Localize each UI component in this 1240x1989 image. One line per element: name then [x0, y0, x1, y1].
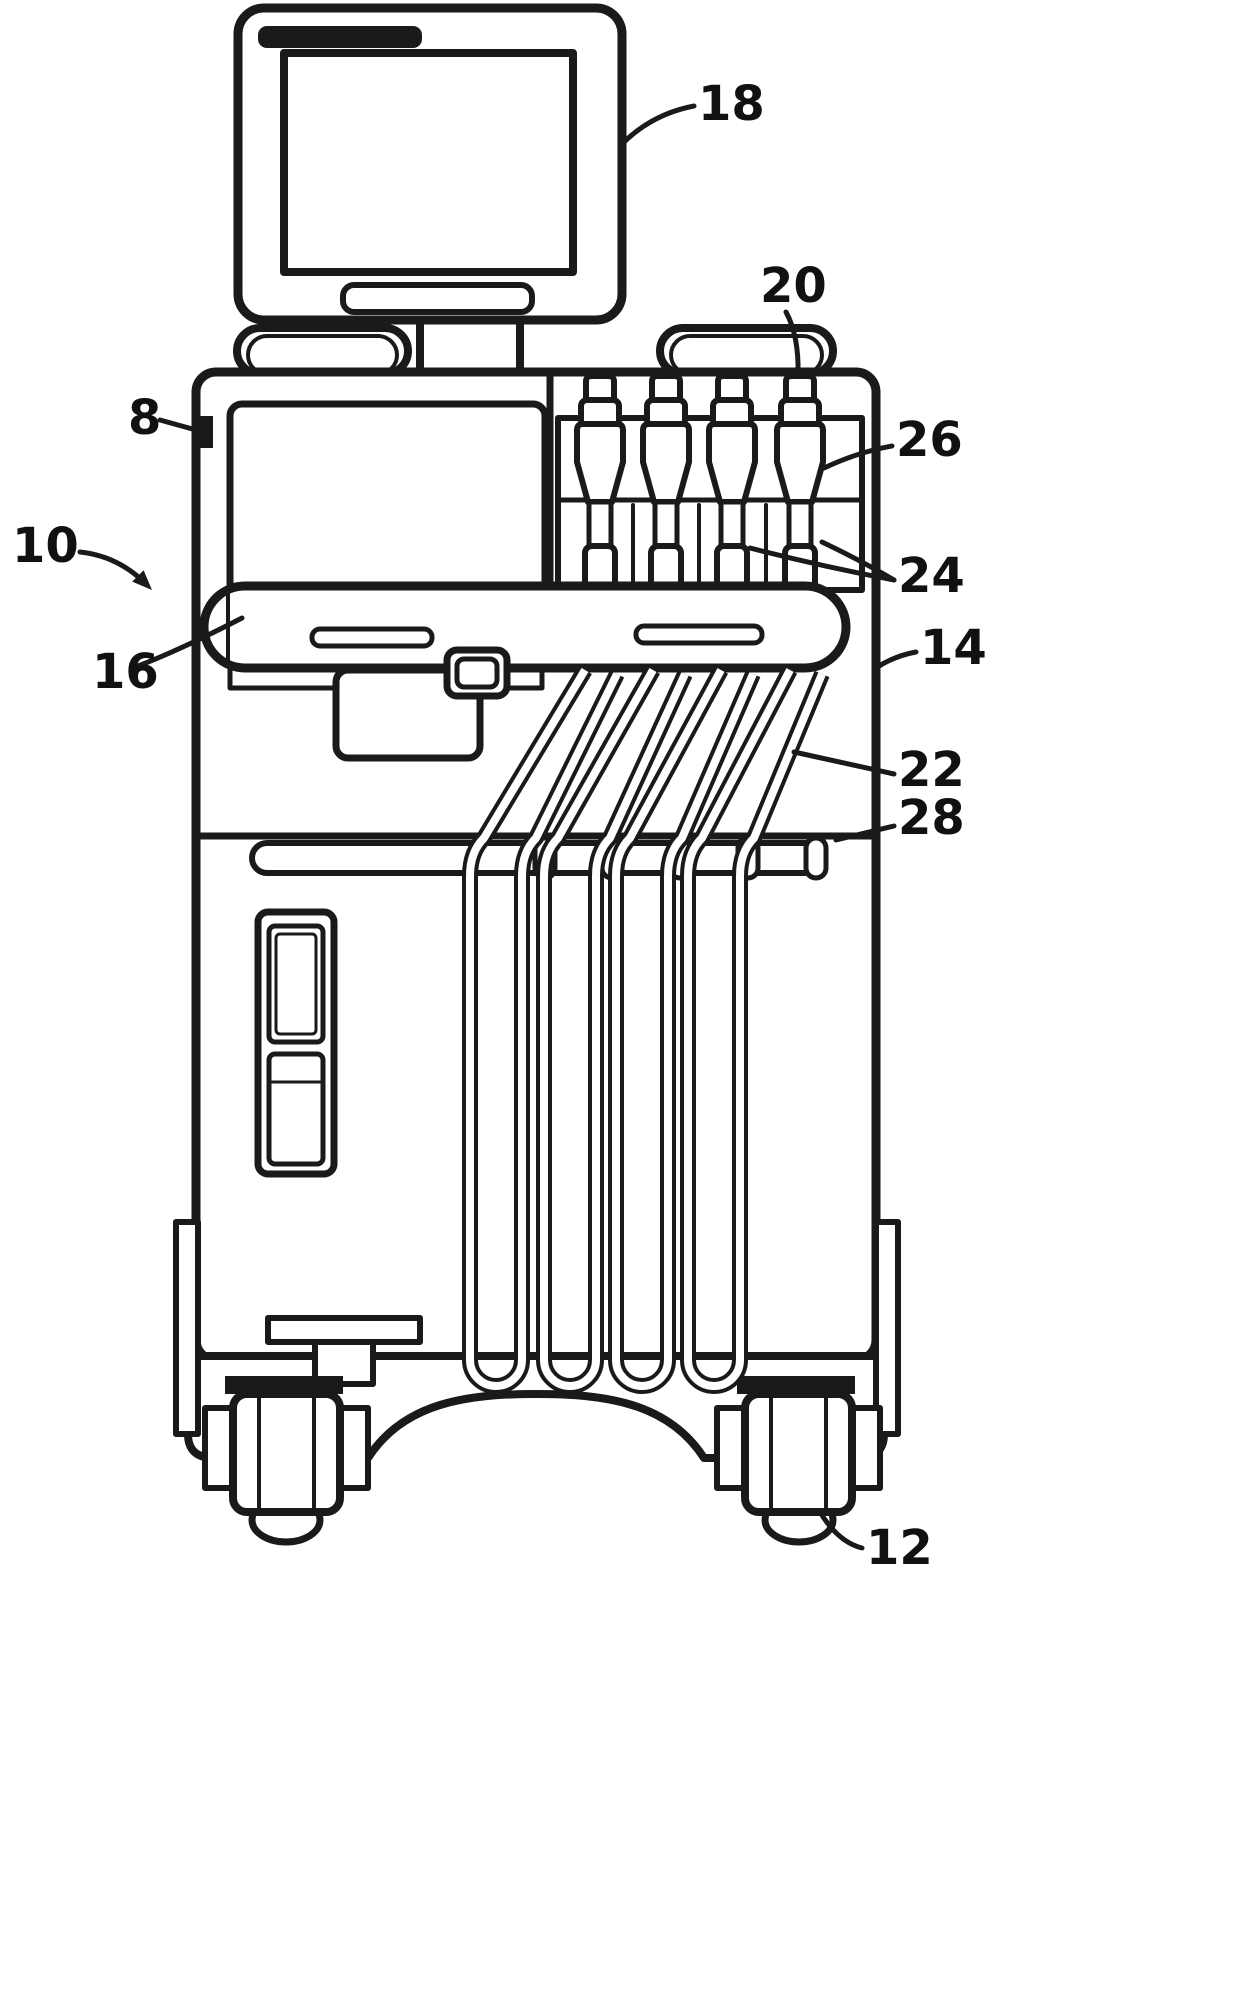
ref-label-22: 22	[898, 742, 965, 798]
caster-block	[229, 1390, 344, 1516]
leader-line-28	[833, 823, 897, 843]
arrowhead-10	[132, 570, 152, 590]
control-window-top	[266, 923, 326, 1045]
shelf-latch-inner	[454, 656, 500, 690]
leader-line-24b	[819, 539, 897, 583]
monitor-bottom-bar	[340, 282, 535, 315]
tube-set	[462, 665, 830, 1394]
pump-barrel	[640, 421, 692, 505]
pump-stem	[786, 499, 814, 551]
caster-left	[202, 1376, 371, 1546]
monitor-screen	[280, 49, 577, 276]
pump-unit	[640, 373, 692, 599]
control-panel	[254, 908, 338, 1178]
side-chip	[197, 416, 213, 448]
pump-unit	[706, 373, 758, 599]
ref-label-10: 10	[12, 518, 79, 574]
pump-stem	[718, 499, 746, 551]
shelf-slot-left	[309, 626, 435, 649]
caster-fork-tab	[849, 1405, 883, 1491]
caster-plate	[737, 1376, 855, 1394]
caster-block	[741, 1390, 856, 1516]
ref-label-8: 8	[128, 390, 161, 446]
caster-fork-tab	[337, 1405, 371, 1491]
pump-stem	[586, 499, 614, 551]
caster-plate	[225, 1376, 343, 1394]
pump-unit	[574, 373, 626, 599]
ref-label-18: 18	[698, 76, 765, 132]
ref-label-24: 24	[898, 548, 965, 604]
shelf-slot-right	[633, 623, 765, 646]
leader-line-26	[821, 443, 895, 471]
pump-stem	[652, 499, 680, 551]
pump-barrel	[574, 421, 626, 505]
leader-line-22	[791, 749, 897, 777]
tube	[608, 666, 761, 1394]
monitor-top-vent	[258, 26, 422, 48]
tube	[536, 666, 693, 1394]
leader-line-14	[873, 649, 919, 671]
ref-label-14: 14	[920, 620, 987, 676]
caster-fork-tab	[714, 1405, 748, 1491]
leader-line-20	[783, 309, 801, 377]
leader-line-8	[157, 417, 199, 433]
control-panel-frame	[254, 908, 338, 1178]
leader-line-16	[135, 615, 245, 669]
rail-clip	[803, 835, 829, 881]
bottom-step-tab	[265, 1315, 423, 1345]
pump-barrel	[774, 421, 826, 505]
leader-line-24a	[747, 545, 897, 583]
shelf-lip-right	[502, 665, 545, 691]
ref-label-12: 12	[866, 1520, 933, 1576]
pump-barrel	[706, 421, 758, 505]
leader-lines	[77, 103, 919, 1551]
caster-fork-tab	[202, 1405, 236, 1491]
tube	[680, 666, 830, 1394]
top-cap-right	[656, 324, 837, 378]
shelf-lip-left	[227, 665, 339, 691]
reference-labels: 18 20 26 24 8 10 16 14 22 28 12	[12, 76, 987, 1576]
caster-right	[714, 1376, 883, 1546]
control-window-bottom	[266, 1051, 326, 1167]
ref-label-28: 28	[898, 790, 965, 846]
leader-line-12	[817, 1509, 865, 1551]
monitor	[233, 3, 627, 325]
under-shelf-box	[332, 666, 484, 762]
leader-line-18	[619, 103, 697, 147]
control-window-top-inner	[274, 932, 318, 1036]
tube	[462, 665, 625, 1394]
ref-label-26: 26	[896, 412, 963, 468]
top-cap-left	[233, 324, 412, 378]
side-rail-right	[873, 1219, 901, 1437]
ref-label-16: 16	[92, 644, 159, 700]
side-rail-left	[173, 1219, 201, 1437]
shelf-tray	[199, 581, 851, 762]
ref-label-20: 20	[760, 258, 827, 314]
